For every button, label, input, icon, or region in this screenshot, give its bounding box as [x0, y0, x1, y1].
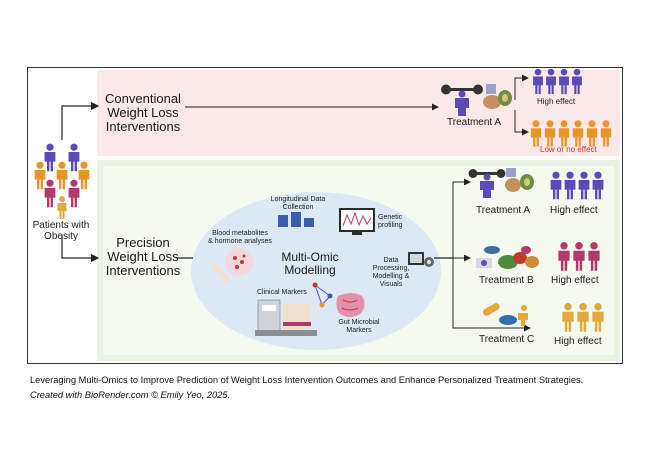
- treatment-b-outcome-icon: [558, 242, 600, 271]
- conventional-label-line-2: Weight Loss: [107, 105, 179, 120]
- treatment-a-conventional-icon: [441, 84, 512, 116]
- caption-line-2: Created with BioRender.com © Emily Yeo, …: [30, 390, 231, 400]
- data-line-2: Processing,: [372, 265, 410, 272]
- patients-label-line-1: Patients with: [32, 220, 90, 231]
- treatment-b-effect-label: High effect: [551, 275, 599, 286]
- treatment-b-icon: [476, 246, 539, 269]
- genetic-label: Genetic profiling: [378, 214, 403, 230]
- multi-omic-label: Multi-Omic Modelling: [263, 251, 357, 277]
- precision-label-line-3: Interventions: [105, 263, 181, 278]
- patients-group-icon: [34, 143, 90, 219]
- treatment-b-label: Treatment B: [479, 275, 534, 286]
- data-line-3: Modelling &: [372, 273, 410, 280]
- gut-label: Gut Microbial Markers: [328, 319, 390, 335]
- gut-line-1: Gut Microbial: [338, 319, 380, 326]
- data-processing-label: Data Processing, Modelling & Visuals: [366, 257, 416, 289]
- conventional-label-line-3: Interventions: [105, 119, 181, 134]
- diagram-frame: [27, 67, 623, 364]
- longitudinal-line-1: Longitudinal Data: [270, 196, 326, 203]
- conventional-high-effect-icon: [533, 68, 582, 95]
- genetic-line-2: profiling: [378, 222, 403, 229]
- treatment-c-icon: [482, 303, 528, 326]
- conventional-high-effect-label: High effect: [537, 97, 576, 106]
- treatment-a-outcome-icon: [550, 171, 604, 200]
- genetic-line-1: Genetic: [378, 214, 403, 221]
- longitudinal-label: Longitudinal Data Collection: [263, 196, 333, 212]
- precision-treatment-a-label: Treatment A: [476, 205, 531, 216]
- treatment-c-effect-label: High effect: [554, 336, 602, 347]
- blood-line-1: Blood metabolites: [212, 230, 268, 237]
- network-model-icon: [312, 282, 333, 308]
- gut-line-2: Markers: [346, 327, 372, 334]
- caption-line-1: Leveraging Multi-Omics to Improve Predic…: [30, 375, 584, 385]
- patients-label-line-2: Obesity: [44, 231, 78, 242]
- conventional-low-effect-label: Low or no effect: [540, 145, 597, 154]
- multi-omic-line-1: Multi-Omic: [281, 250, 339, 264]
- precision-label-line-2: Weight Loss: [107, 249, 179, 264]
- treatment-a-precision-icon: [468, 168, 534, 198]
- genetic-profiling-icon: [339, 208, 375, 235]
- longitudinal-collection-icon: [278, 212, 314, 227]
- conventional-low-effect-icon: [530, 120, 612, 147]
- conventional-treatment-label: Treatment A: [447, 117, 502, 128]
- blood-label: Blood metabolites & hormone analyses: [200, 230, 280, 246]
- treatment-c-outcome-icon: [562, 303, 604, 332]
- blood-line-2: & hormone analyses: [208, 238, 272, 245]
- conventional-band: [97, 70, 620, 156]
- gut-microbial-icon: [336, 293, 365, 317]
- precision-label: Precision Weight Loss Interventions: [100, 236, 186, 278]
- longitudinal-line-2: Collection: [282, 204, 314, 211]
- clinical-markers-icon: [255, 299, 317, 336]
- data-line-4: Visuals: [379, 281, 403, 288]
- multi-omic-line-2: Modelling: [284, 263, 336, 277]
- clinical-label: Clinical Markers: [257, 289, 307, 296]
- data-processing-icon: [408, 252, 434, 267]
- blood-sample-icon: [211, 248, 253, 284]
- treatment-a-effect-label: High effect: [550, 205, 598, 216]
- conventional-label-line-1: Conventional: [105, 91, 181, 106]
- conventional-label: Conventional Weight Loss Interventions: [96, 92, 190, 134]
- precision-label-line-1: Precision: [116, 235, 170, 250]
- treatment-c-label: Treatment C: [479, 334, 535, 345]
- patients-label: Patients with Obesity: [29, 220, 93, 242]
- data-line-1: Data: [383, 257, 399, 264]
